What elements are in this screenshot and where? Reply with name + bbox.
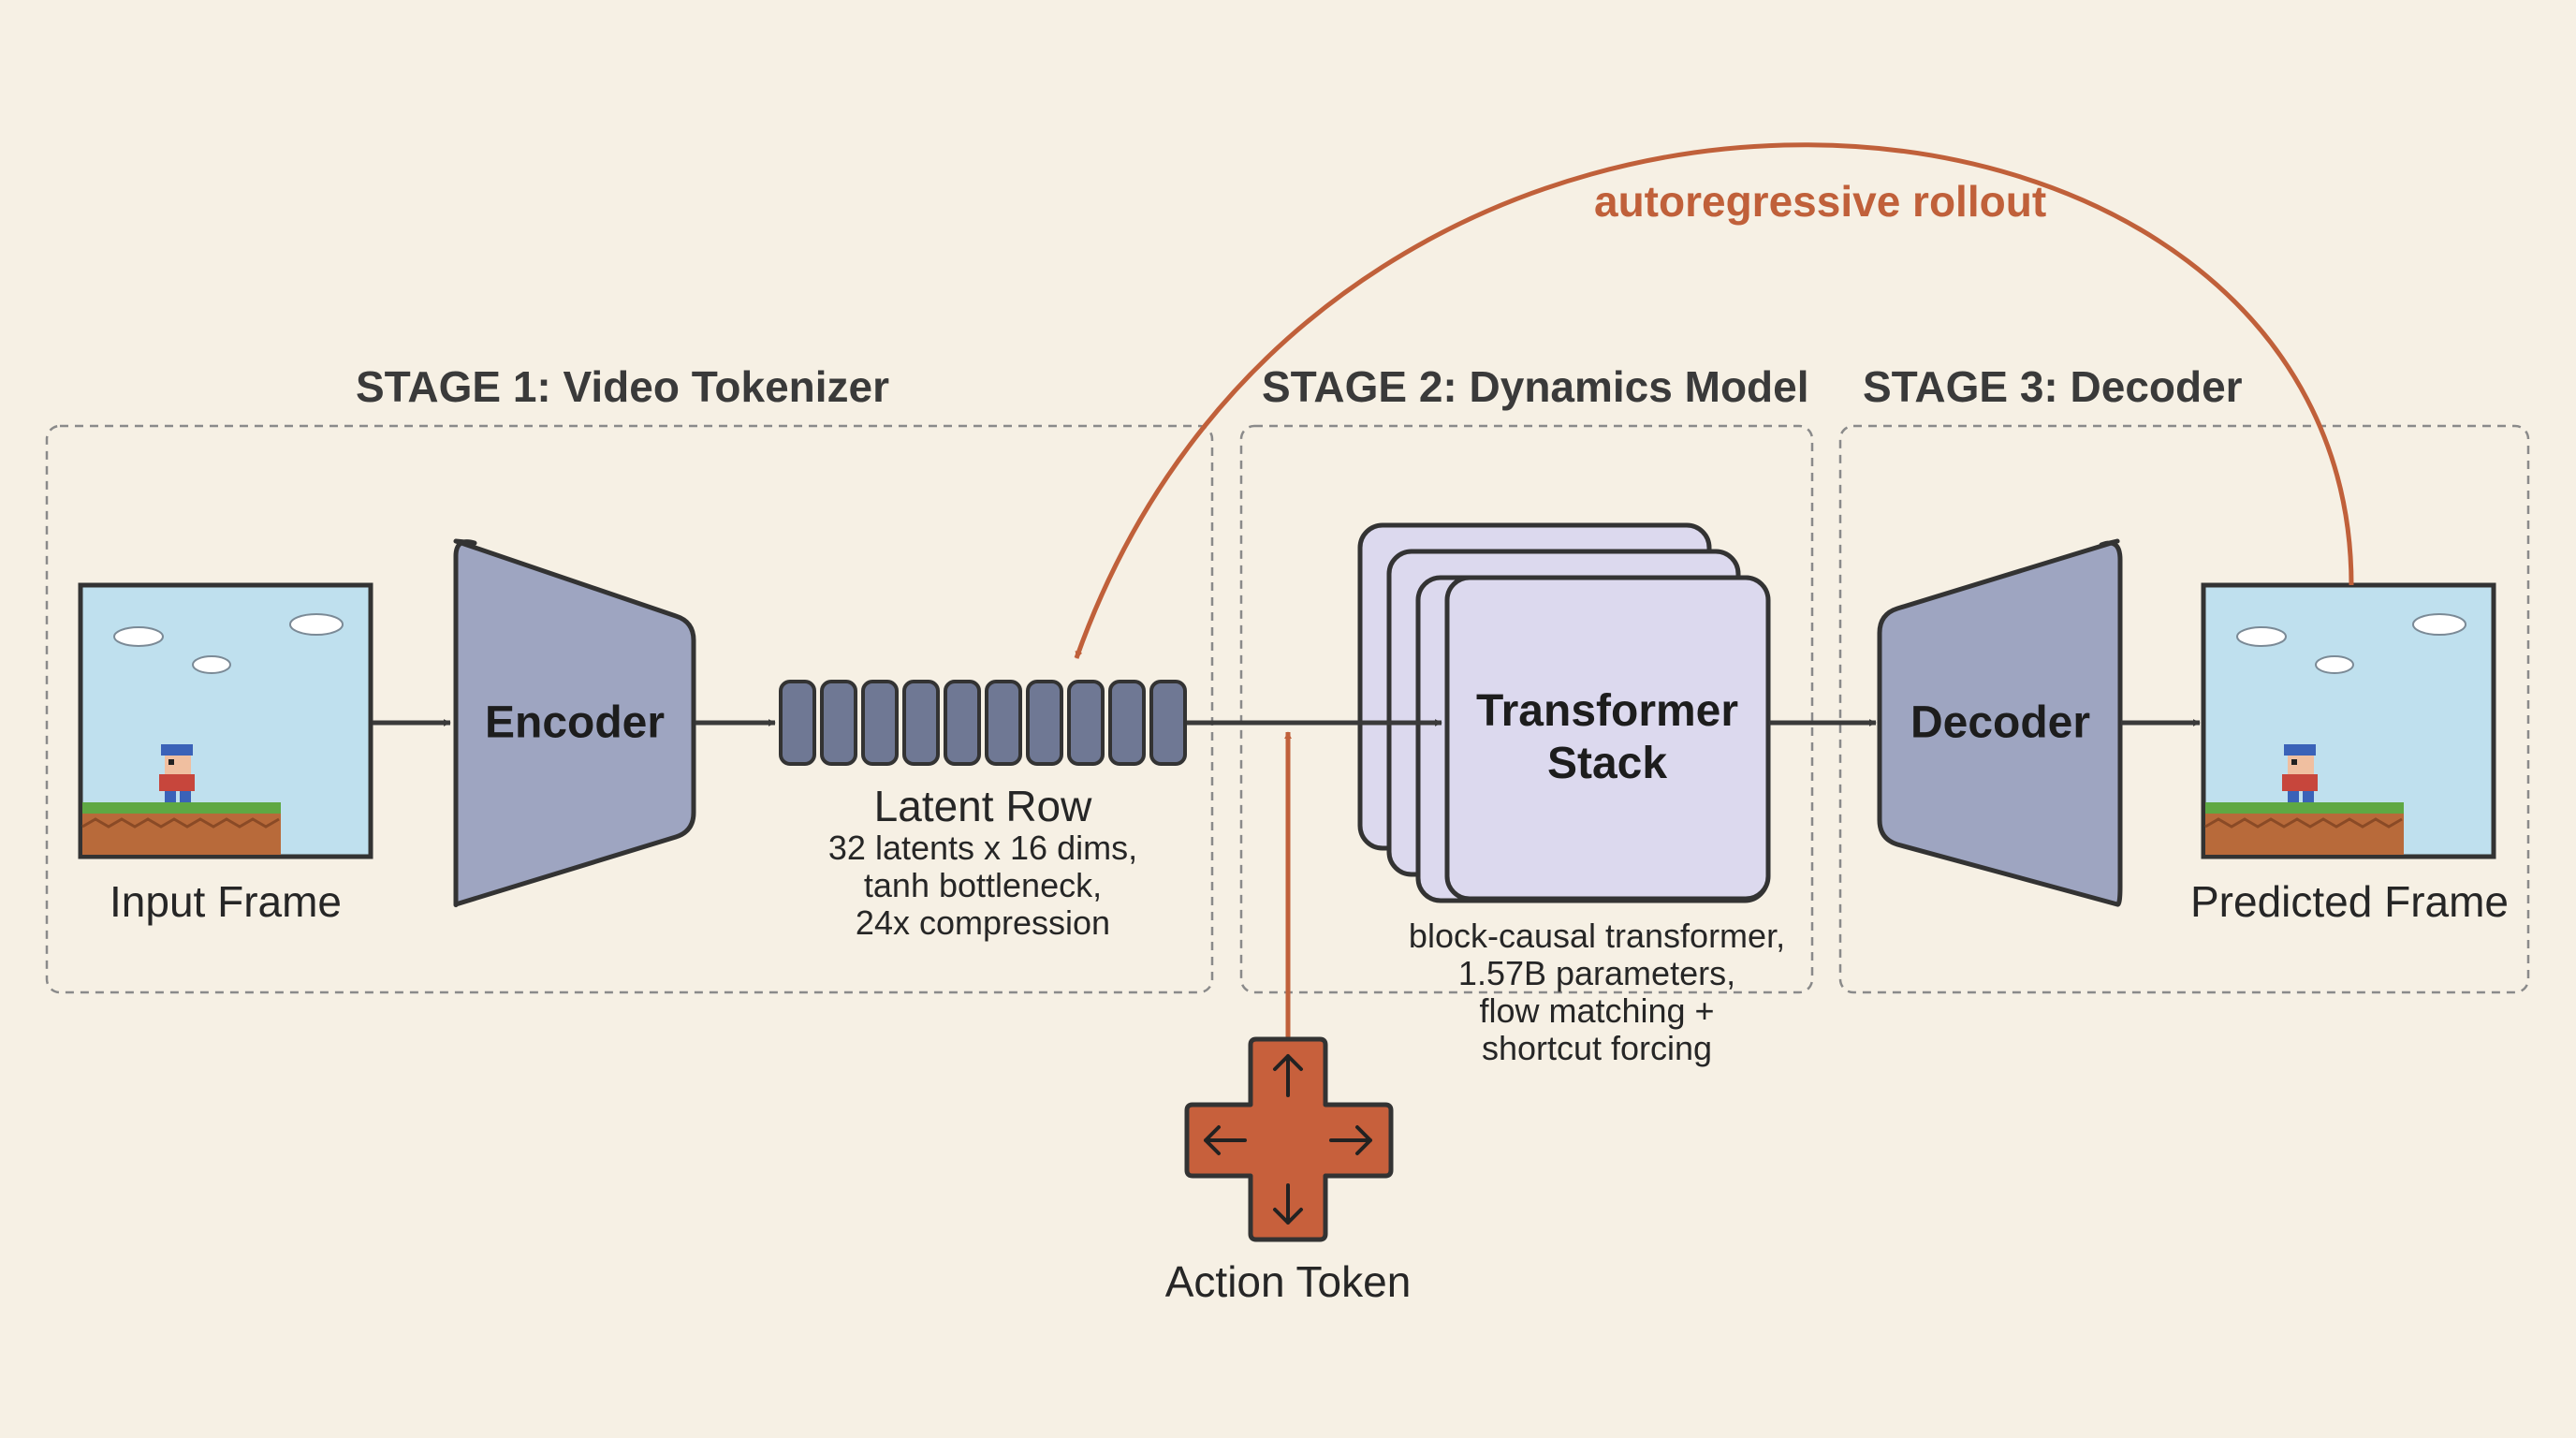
stage3-region <box>1838 424 2530 994</box>
latent-token <box>820 680 857 766</box>
latent-detail-line: 24x compression <box>855 903 1111 942</box>
encoder-label: Encoder <box>484 697 666 748</box>
transformer-stack <box>1357 522 1771 903</box>
transformer-detail-line: 1.57B parameters, <box>1457 954 1736 992</box>
predicted-frame-image <box>2203 585 2494 857</box>
decoder-block <box>1877 538 2123 907</box>
stage2-region <box>1239 424 1814 994</box>
latent-detail-line: 32 latents x 16 dims, <box>827 829 1138 867</box>
latent-token <box>1026 680 1063 766</box>
stage1-region <box>45 424 1214 994</box>
transformer-detail-line: flow matching + <box>1479 991 1715 1030</box>
transformer-detail-line: shortcut forcing <box>1481 1029 1713 1067</box>
predicted-frame-label: Predicted Frame <box>2189 877 2510 926</box>
action-token-label: Action Token <box>1164 1257 1412 1306</box>
encoder-block <box>453 538 696 908</box>
decoder-label: Decoder <box>1910 697 2091 748</box>
autoregressive-rollout-label: autoregressive rollout <box>1594 177 2047 226</box>
latent-row-label: Latent Row <box>873 782 1092 830</box>
input-frame-label: Input Frame <box>110 877 342 926</box>
latent-details: 32 latents x 16 dims, tanh bottleneck, 2… <box>796 829 1170 942</box>
transformer-label: Transformer Stack <box>1476 685 1738 790</box>
stage2-title: STAGE 2: Dynamics Model <box>1262 362 1809 411</box>
latent-token <box>985 680 1022 766</box>
transformer-details: block-causal transformer, 1.57B paramete… <box>1382 917 1812 1067</box>
transformer-detail-line: block-causal transformer, <box>1408 917 1786 955</box>
dpad-arrows-icon <box>1184 1036 1394 1242</box>
latent-token <box>1067 680 1105 766</box>
latent-token <box>902 680 940 766</box>
latent-row <box>779 680 1187 766</box>
input-frame-image <box>80 585 371 857</box>
transformer-label-line2: Stack <box>1546 739 1668 788</box>
latent-token <box>1108 680 1146 766</box>
stage3-title: STAGE 3: Decoder <box>1863 362 2243 411</box>
latent-token <box>779 680 816 766</box>
transformer-label-line1: Transformer <box>1475 686 1739 736</box>
latent-detail-line: tanh bottleneck, <box>863 866 1103 904</box>
latent-token <box>944 680 981 766</box>
latent-token <box>1149 680 1187 766</box>
stage1-title: STAGE 1: Video Tokenizer <box>356 362 890 411</box>
latent-token <box>861 680 899 766</box>
autoregressive-loop-arrow <box>1074 142 2354 659</box>
